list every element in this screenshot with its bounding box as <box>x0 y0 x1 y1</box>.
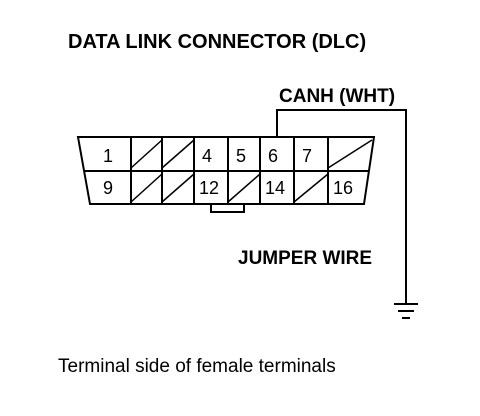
unused-pin-2 <box>130 139 163 169</box>
pin-label-4: 4 <box>202 146 212 166</box>
unused-pin-10 <box>130 173 163 203</box>
pin-label-9: 9 <box>103 178 113 198</box>
pin-label-6: 6 <box>268 146 278 166</box>
unused-pin-15 <box>293 173 329 203</box>
unused-pin-11 <box>161 173 195 203</box>
jumper-wire <box>276 109 407 304</box>
unused-pin-3 <box>161 139 195 169</box>
connector-lock-tab <box>210 204 245 213</box>
pin-label-14: 14 <box>265 178 285 198</box>
pin-label-12: 12 <box>199 178 219 198</box>
diagram-caption: Terminal side of female terminals <box>58 356 336 377</box>
pin-label-1: 1 <box>103 146 113 166</box>
unused-pin-8 <box>327 139 373 169</box>
diagram-title: DATA LINK CONNECTOR (DLC) <box>68 31 366 53</box>
ground-icon <box>394 303 418 319</box>
connector-outline <box>76 136 376 205</box>
pin-label-7: 7 <box>302 146 312 166</box>
dlc-connector: 1 4 5 6 7 9 12 14 16 <box>76 136 376 213</box>
pin-label-16: 16 <box>333 178 353 198</box>
unused-pin-13 <box>227 173 261 203</box>
canh-wire-label: CANH (WHT) <box>279 86 395 107</box>
jumper-wire-label: JUMPER WIRE <box>238 248 372 269</box>
pin-label-5: 5 <box>236 146 246 166</box>
